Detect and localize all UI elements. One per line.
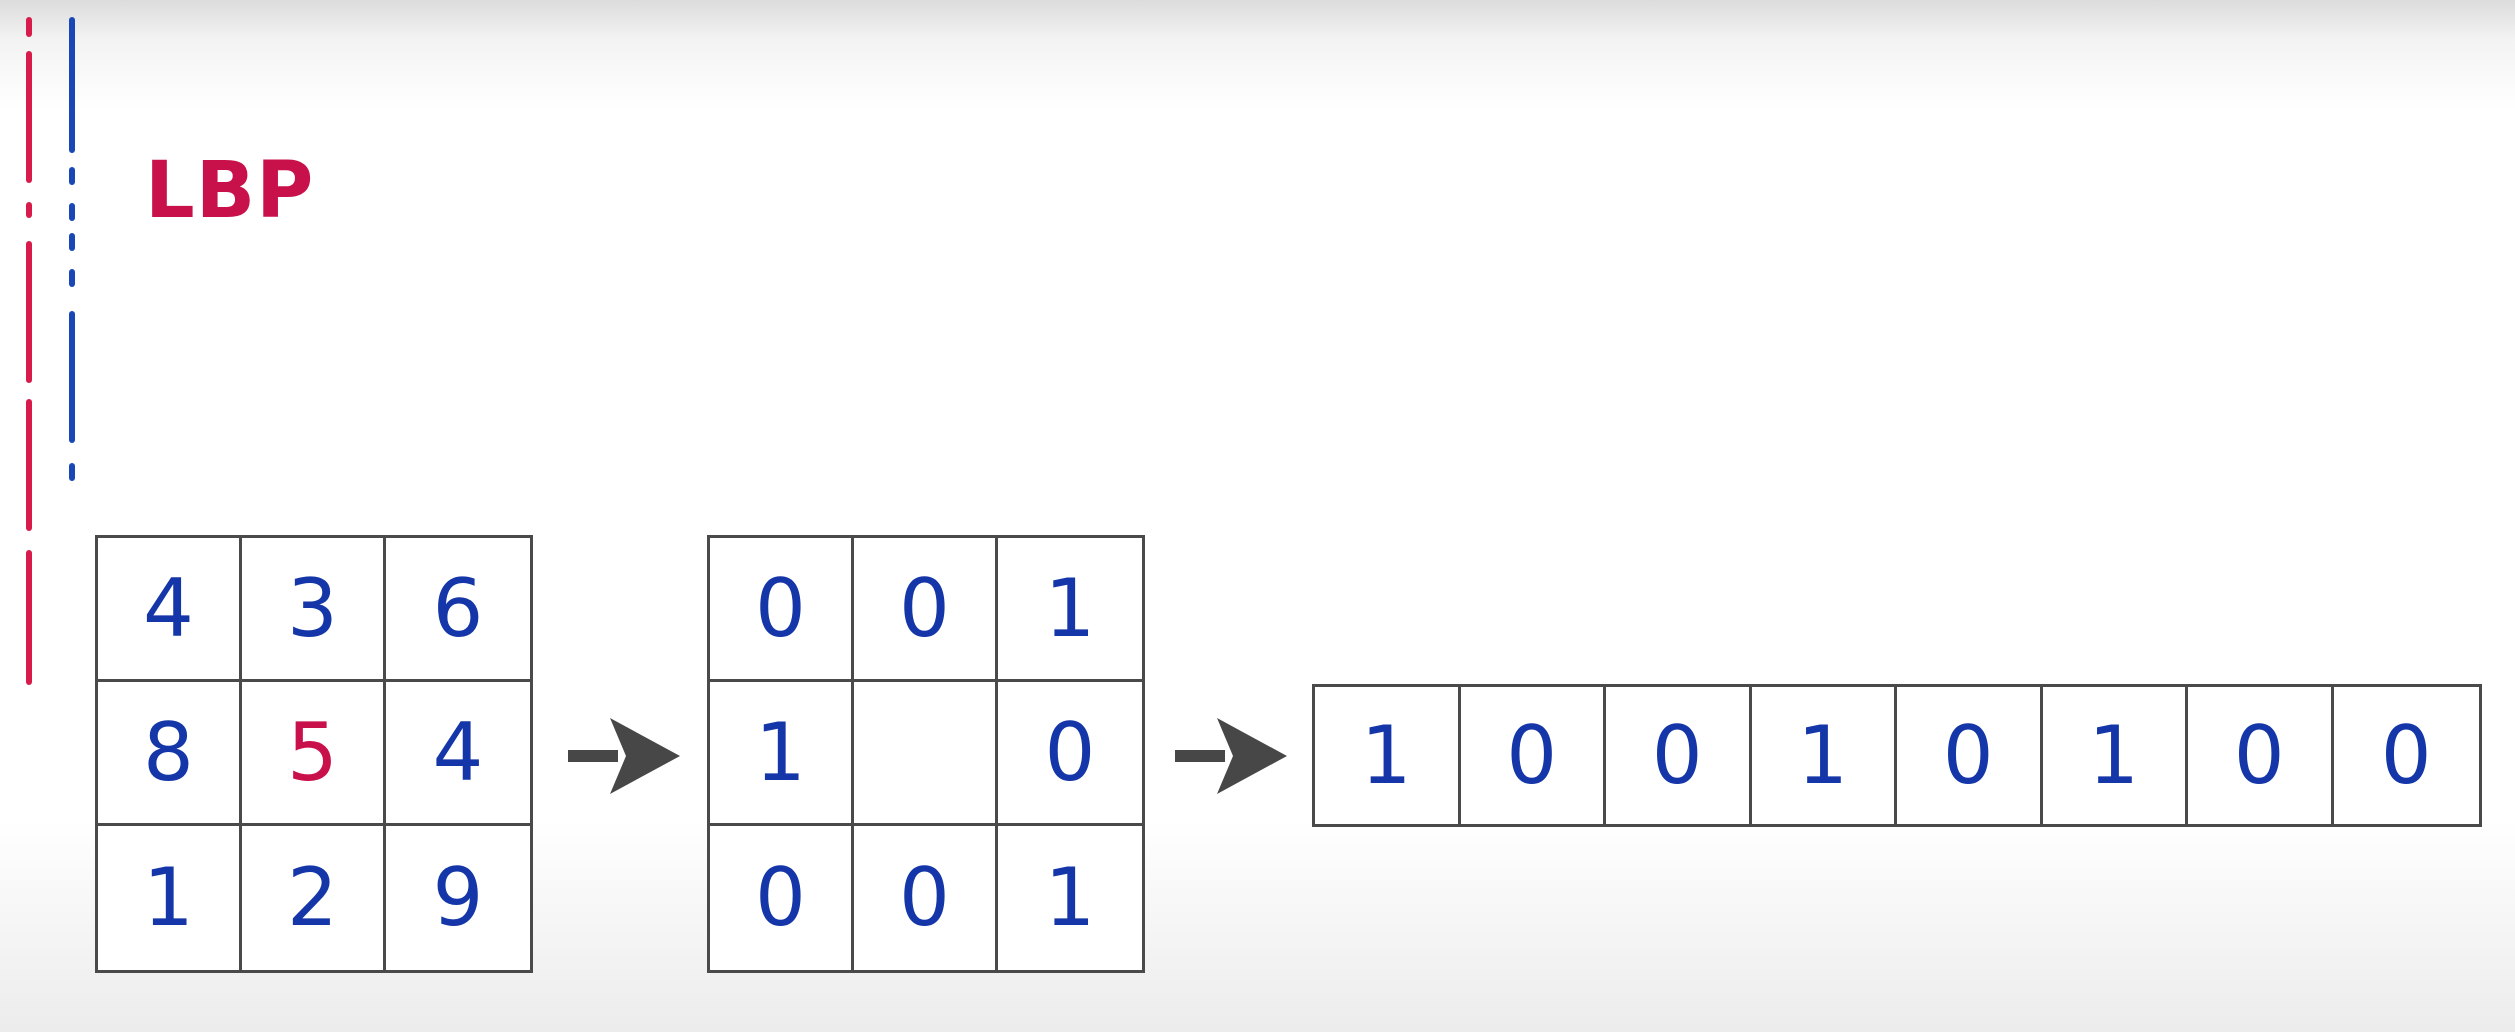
grid-cell: 8 xyxy=(98,682,242,826)
grid-cell: 0 xyxy=(998,682,1142,826)
grid-cell: 0 xyxy=(854,538,998,682)
threshold-grid: 0 0 1 1 0 0 0 1 xyxy=(707,535,1145,973)
arrow-right-icon xyxy=(1175,718,1287,794)
bit-cell: 0 xyxy=(1897,687,2043,824)
center-pixel-cell: 5 xyxy=(242,682,386,826)
grid-cell: 1 xyxy=(710,682,854,826)
grid-cell: 4 xyxy=(98,538,242,682)
grid-cell: 0 xyxy=(710,538,854,682)
empty-center-cell xyxy=(854,682,998,826)
bit-cell: 0 xyxy=(2380,708,2432,802)
bit-cell: 0 xyxy=(1461,687,1606,824)
slide-title: LBP xyxy=(145,146,315,236)
grid-cell: 2 xyxy=(242,826,386,970)
grid-cell: 1 xyxy=(998,538,1142,682)
grid-cell: 9 xyxy=(432,851,484,944)
grid-cell: 6 xyxy=(386,538,530,682)
bit-cell: 1 xyxy=(2043,687,2188,824)
arrow-right-icon xyxy=(568,718,680,794)
bit-cell: 0 xyxy=(2188,687,2334,824)
binary-code-row: 1 0 0 1 0 1 0 0 xyxy=(1312,684,2482,827)
grid-cell: 3 xyxy=(242,538,386,682)
grid-cell: 1 xyxy=(1044,851,1096,944)
bit-cell: 0 xyxy=(1606,687,1752,824)
decorative-lines xyxy=(26,17,75,685)
bit-cell: 1 xyxy=(1752,687,1897,824)
grid-cell: 0 xyxy=(854,826,998,970)
grid-cell: 1 xyxy=(98,826,242,970)
grid-cell: 0 xyxy=(710,826,854,970)
bit-cell: 1 xyxy=(1315,687,1461,824)
grid-cell: 4 xyxy=(386,682,530,826)
neighborhood-grid: 4 3 6 8 5 4 1 2 9 xyxy=(95,535,533,973)
